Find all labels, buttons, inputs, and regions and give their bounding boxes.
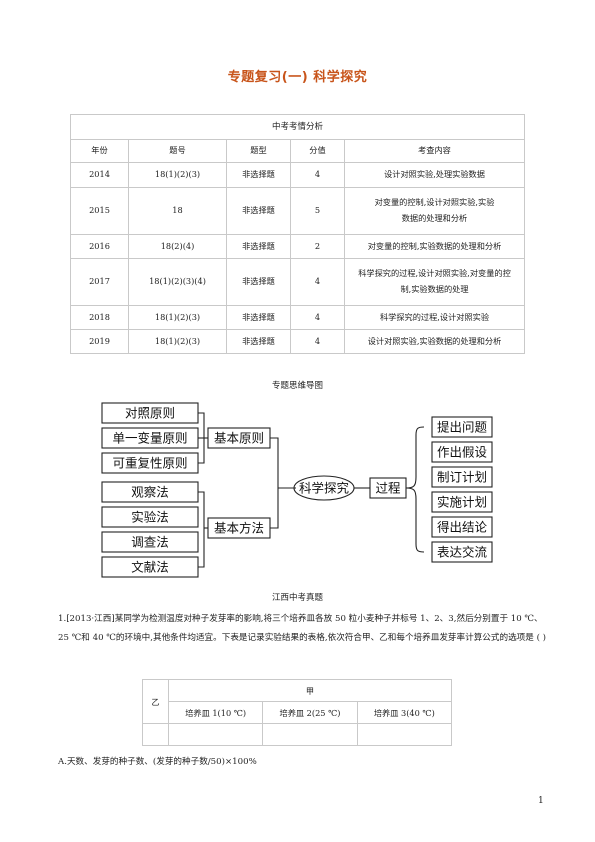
process-label: 得出结论 [437,520,488,535]
cell-number: 18 [128,187,227,235]
cell-year: 2015 [70,187,129,235]
cell-score: 5 [290,187,345,235]
page-title: 专题复习(一) 科学探究 [227,70,368,85]
table-row: 2015 18 非选择题 5 对变量的控制,设计对照实验,实验数据的处理和分析 [70,187,525,235]
table-row: 2017 18(1)(2)(3)(4) 非选择题 4 科学探究的过程,设计对照实… [70,258,525,306]
method-box-3 [101,531,199,553]
cell-content: 对变量的控制,实验数据的处理和分析 [344,234,525,259]
cell-number: 18(1)(2)(3) [128,305,227,330]
cell-score: 2 [290,234,345,259]
cell-empty [142,723,169,746]
cell-empty [356,723,453,746]
question-1-table: 乙 甲 培养皿 1(10 ℃) 培养皿 2(25 ℃) 培养皿 3(40 ℃) [142,679,453,746]
process-label: 制订计划 [437,470,487,485]
cell-number: 18(1)(2)(3)(4) [128,258,227,306]
cell-year: 2017 [70,258,129,306]
methods-category-label: 基本方法 [214,521,264,536]
principle-label: 单一变量原则 [112,431,187,446]
cell-year: 2014 [70,162,129,188]
cell-number: 18(1)(2)(3) [128,162,227,188]
header-type: 题型 [226,139,291,163]
process-box-6 [431,541,493,563]
cell-type: 非选择题 [226,305,291,330]
center-label: 科学探究 [299,481,350,496]
process-box-4 [431,491,493,513]
cell-score: 4 [290,258,345,306]
header-year: 年份 [70,139,129,163]
principle-label: 对照原则 [125,406,175,421]
cell-year: 2018 [70,305,129,330]
method-label: 调查法 [131,535,169,550]
cell-score: 4 [290,305,345,330]
table-row: 2019 18(1)(2)(3) 非选择题 4 设计对照实验,实验数据的处理和分… [70,329,525,354]
principles-category-label: 基本原则 [214,431,264,446]
option-a[interactable]: A.天数、发芽的种子数、(发芽的种子数/50)×100% [58,757,257,767]
cell-content: 对变量的控制,设计对照实验,实验数据的处理和分析 [344,187,525,235]
method-box-2 [101,506,199,528]
process-box-3 [431,466,493,488]
question-1-text: 1.[2013·江西]某同学为检测温度对种子发芽率的影响,将三个培养皿各放 50… [58,614,547,643]
method-label: 文献法 [131,560,169,575]
process-box-5 [431,516,493,538]
method-label: 实验法 [131,510,169,525]
cell-empty [167,723,264,746]
exam-analysis-table: 中考考情分析 年份 题号 题型 分值 考查内容 2014 18(1)(2)(3)… [70,114,525,354]
cell-type: 非选择题 [226,329,291,354]
page-number: 1 [538,796,544,806]
cell-number: 18(1)(2)(3) [128,329,227,354]
table-header-row: 年份 题号 题型 分值 考查内容 [70,139,525,163]
header-score: 分值 [290,139,345,163]
process-label: 实施计划 [437,495,487,510]
table-row: 2014 18(1)(2)(3) 非选择题 4 设计对照实验,处理实验数据 [70,162,525,188]
method-label: 观察法 [131,485,169,500]
cell-dish-2: 培养皿 2(25 ℃) [262,701,358,724]
process-label: 提出问题 [437,420,488,435]
principle-label: 可重复性原则 [112,456,187,471]
cell-number: 18(2)(4) [128,234,227,259]
cell-type: 非选择题 [226,187,291,235]
cell-score: 4 [290,329,345,354]
exam-table-caption: 中考考情分析 [70,114,525,140]
cell-content: 科学探究的过程,设计对照实验 [344,305,525,330]
cell-year: 2016 [70,234,129,259]
cell-empty [262,723,358,746]
cell-content: 设计对照实验,实验数据的处理和分析 [344,329,525,354]
table-row: 2016 18(2)(4) 非选择题 2 对变量的控制,实验数据的处理和分析 [70,234,525,259]
cell-type: 非选择题 [226,234,291,259]
cell-type: 非选择题 [226,258,291,306]
process-box-2 [431,441,493,463]
cell-jia: 甲 [168,679,452,702]
process-box-1 [431,416,493,438]
process-label: 作出假设 [437,445,488,460]
cell-content: 科学探究的过程,设计对照实验,对变量的控制,实验数据的处理 [344,258,525,306]
cell-yi: 乙 [142,679,169,724]
jiangxi-heading: 江西中考真题 [271,593,323,603]
mindmap-heading: 专题思维导图 [271,381,323,391]
cell-type: 非选择题 [226,162,291,188]
cell-dish-3: 培养皿 3(40 ℃) [356,701,453,724]
process-label: 表达交流 [437,545,488,560]
header-content: 考查内容 [344,139,525,163]
process-category-label: 过程 [375,481,401,496]
table-row: 2018 18(1)(2)(3) 非选择题 4 科学探究的过程,设计对照实验 [70,305,525,330]
header-number: 题号 [128,139,227,163]
cell-content: 设计对照实验,处理实验数据 [344,162,525,188]
mind-map-diagram: 对照原则 单一变量原则 可重复性原则 观察法 实验法 调查法 文献法 基本原则 … [101,402,493,578]
cell-dish-1: 培养皿 1(10 ℃) [167,701,264,724]
cell-score: 4 [290,162,345,188]
cell-year: 2019 [70,329,129,354]
